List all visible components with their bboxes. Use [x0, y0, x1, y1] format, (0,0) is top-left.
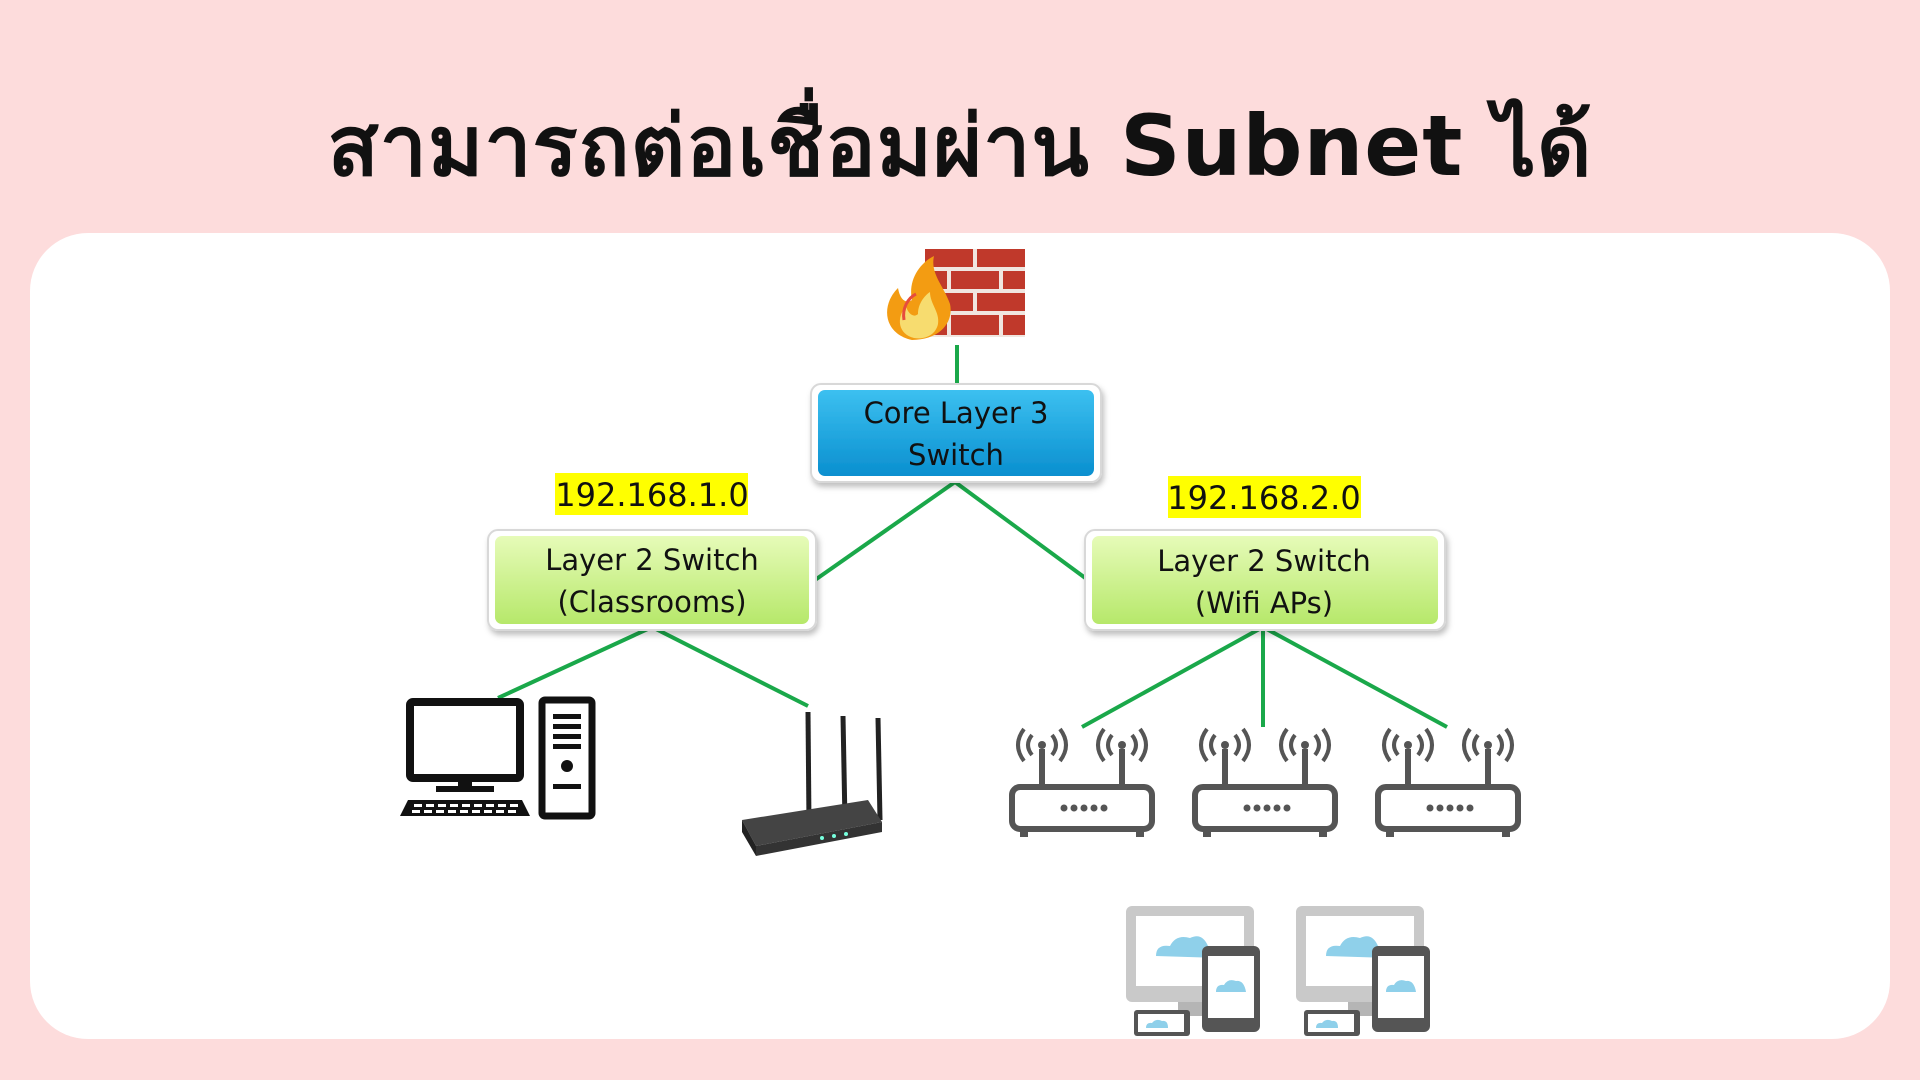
devices-icon — [1126, 906, 1260, 1036]
subnet-right-label: 192.168.2.0 — [1167, 479, 1360, 517]
link-core-right-switch — [953, 480, 1090, 582]
devices-icon — [1296, 906, 1430, 1036]
left-switch-label-line2: (Classrooms) — [557, 585, 746, 619]
firewall-icon — [887, 249, 1025, 340]
link-core-left-switch — [813, 480, 957, 582]
link-left-switch-desktop — [497, 625, 653, 700]
wifi-access-point-icon — [1012, 729, 1152, 837]
link-right-switch-ap1 — [1081, 625, 1264, 729]
wifi-access-point-icon — [1378, 729, 1518, 837]
router-icon — [742, 711, 883, 856]
right-switch-label-line1: Layer 2 Switch — [1157, 544, 1371, 578]
right-switch-label-line2: (Wifi APs) — [1195, 586, 1333, 620]
link-right-switch-ap3 — [1262, 625, 1448, 729]
core-switch-label-line2: Switch — [908, 438, 1004, 472]
desktop-computer-icon — [400, 696, 596, 820]
subnet-left-label: 192.168.1.0 — [555, 476, 748, 514]
page-title: สามารถต่อเชื่อมผ่าน Subnet ได้ — [327, 97, 1593, 195]
core-layer3-switch — [810, 383, 1102, 483]
wifi-access-point-icon — [1195, 729, 1335, 837]
subnet-right-highlight — [1168, 476, 1361, 518]
left-switch-label-line1: Layer 2 Switch — [545, 543, 759, 577]
diagram-panel — [30, 233, 1890, 1039]
core-switch-label-line1: Core Layer 3 — [864, 396, 1049, 430]
layer2-switch-classrooms — [487, 529, 817, 631]
subnet-left-highlight — [555, 473, 748, 515]
link-left-switch-router — [651, 625, 809, 708]
layer2-switch-wifi-aps — [1084, 529, 1446, 631]
